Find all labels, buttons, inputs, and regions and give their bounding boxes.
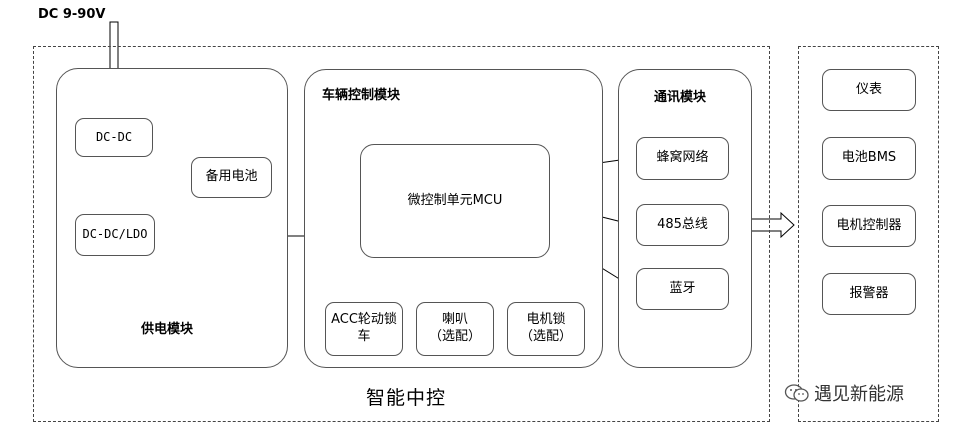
power-module-title: 供电模块 — [141, 322, 194, 337]
cellular-box: 蜂窝网络 — [636, 137, 729, 180]
watermark: 遇见新能源 — [784, 380, 904, 406]
horn-box: 喇叭 （选配） — [416, 302, 494, 356]
comm-module-title: 通讯模块 — [654, 90, 707, 105]
vehicle-control-title: 车辆控制模块 — [322, 88, 401, 103]
bus485-box: 485总线 — [636, 204, 729, 246]
central-controller-boundary — [33, 46, 770, 422]
chat-bubble-icon — [784, 384, 809, 402]
battery-bms-box: 电池BMS — [822, 137, 916, 180]
acc-lock-box: ACC轮动锁车 — [325, 302, 403, 356]
instrument-box: 仪表 — [822, 69, 916, 111]
mcu-box: 微控制单元MCU — [360, 144, 550, 258]
motor-controller-box: 电机控制器 — [822, 205, 916, 247]
alarm-box: 报警器 — [822, 273, 916, 315]
dcdc-box: DC-DC — [75, 118, 153, 157]
backup-battery-box: 备用电池 — [191, 157, 272, 198]
dcdc-ldo-box: DC-DC/LDO — [75, 214, 155, 256]
watermark-text: 遇见新能源 — [814, 384, 904, 405]
motor-lock-box: 电机锁 （选配） — [507, 302, 585, 356]
input-voltage-label: DC 9-90V — [38, 7, 106, 22]
bluetooth-box: 蓝牙 — [636, 268, 729, 310]
external-devices-boundary — [798, 46, 939, 422]
main-system-label: 智能中控 — [366, 387, 447, 409]
